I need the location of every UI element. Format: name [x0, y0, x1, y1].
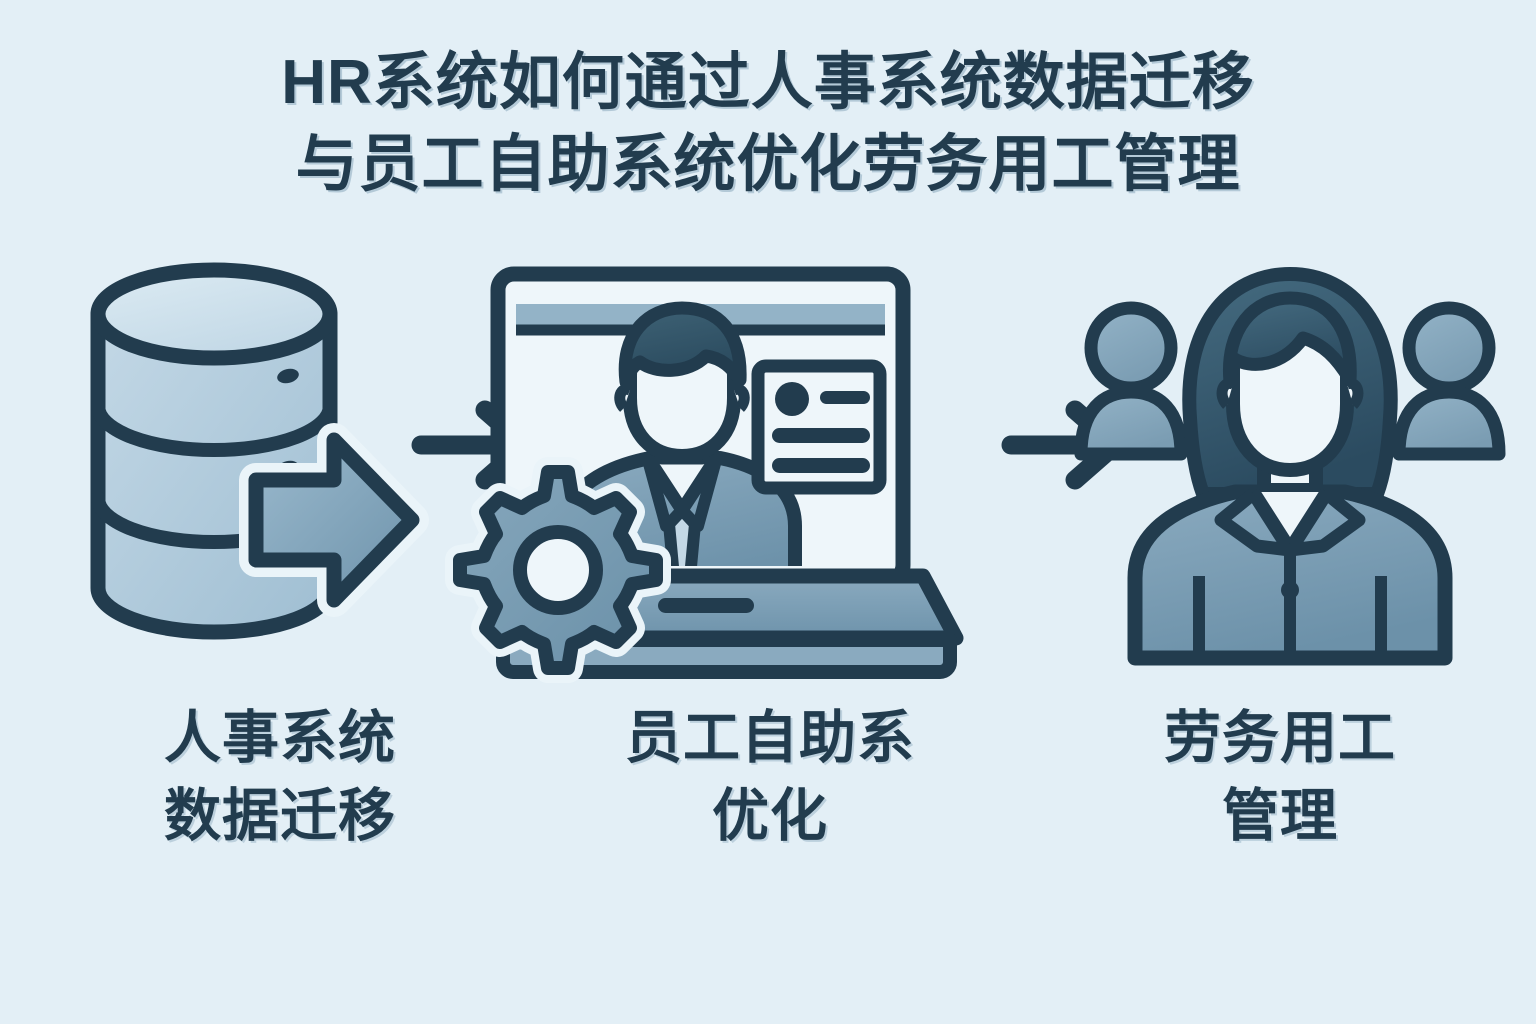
database-cylinder: [90, 262, 338, 640]
page-title: HR系统如何通过人事系统数据迁移 与员工自助系统优化劳务用工管理: [0, 42, 1536, 206]
flow-step-workforce: [1074, 258, 1506, 678]
workforce-person-left: [1074, 301, 1188, 461]
title-line-2: 与员工自助系统优化劳务用工管理: [295, 129, 1241, 199]
caption-workforce-line-1: 劳务用工: [1164, 706, 1396, 770]
caption-database-line-2: 数据迁移: [164, 783, 396, 848]
flow-captions: 人事系统 数据迁移 员工自助系 优化 劳务用工 管理: [0, 700, 1536, 900]
laptop-screen-content: [558, 301, 887, 566]
flow-step-database: [60, 258, 450, 678]
record-avatar-dot: [775, 382, 809, 416]
title-line-1: HR系统如何通过人事系统数据迁移: [281, 48, 1255, 117]
employee-record-card: [751, 359, 887, 495]
laptop-base: [470, 568, 964, 679]
workforce-person-right: [1392, 301, 1506, 461]
record-line-1: [772, 428, 870, 443]
caption-database-line-1: 人事系统: [164, 706, 396, 770]
record-line-short: [820, 391, 870, 404]
record-line-2: [772, 458, 870, 473]
caption-workforce: 劳务用工 管理: [1060, 700, 1500, 855]
caption-database: 人事系统 数据迁移: [60, 700, 500, 855]
employee-self-service-laptop-icon: [445, 266, 964, 683]
shirt-button: [1281, 581, 1299, 599]
caption-self-service-line-2: 优化: [712, 783, 828, 848]
caption-self-service-line-1: 员工自助系: [625, 706, 915, 770]
laptop-touchpad: [658, 598, 754, 613]
settings-gear-icon: [445, 457, 671, 683]
flow-step-self-service: [445, 258, 1050, 683]
caption-self-service: 员工自助系 优化: [540, 700, 1000, 855]
flow-diagram: [0, 258, 1536, 683]
data-migration-arrow-icon: [239, 423, 429, 617]
database-led-upper: [277, 368, 299, 384]
database-migration-icon: [90, 262, 429, 640]
workforce-people-icon: [1074, 267, 1506, 666]
caption-workforce-line-2: 管理: [1222, 783, 1338, 848]
workforce-person-main: [1127, 267, 1453, 666]
